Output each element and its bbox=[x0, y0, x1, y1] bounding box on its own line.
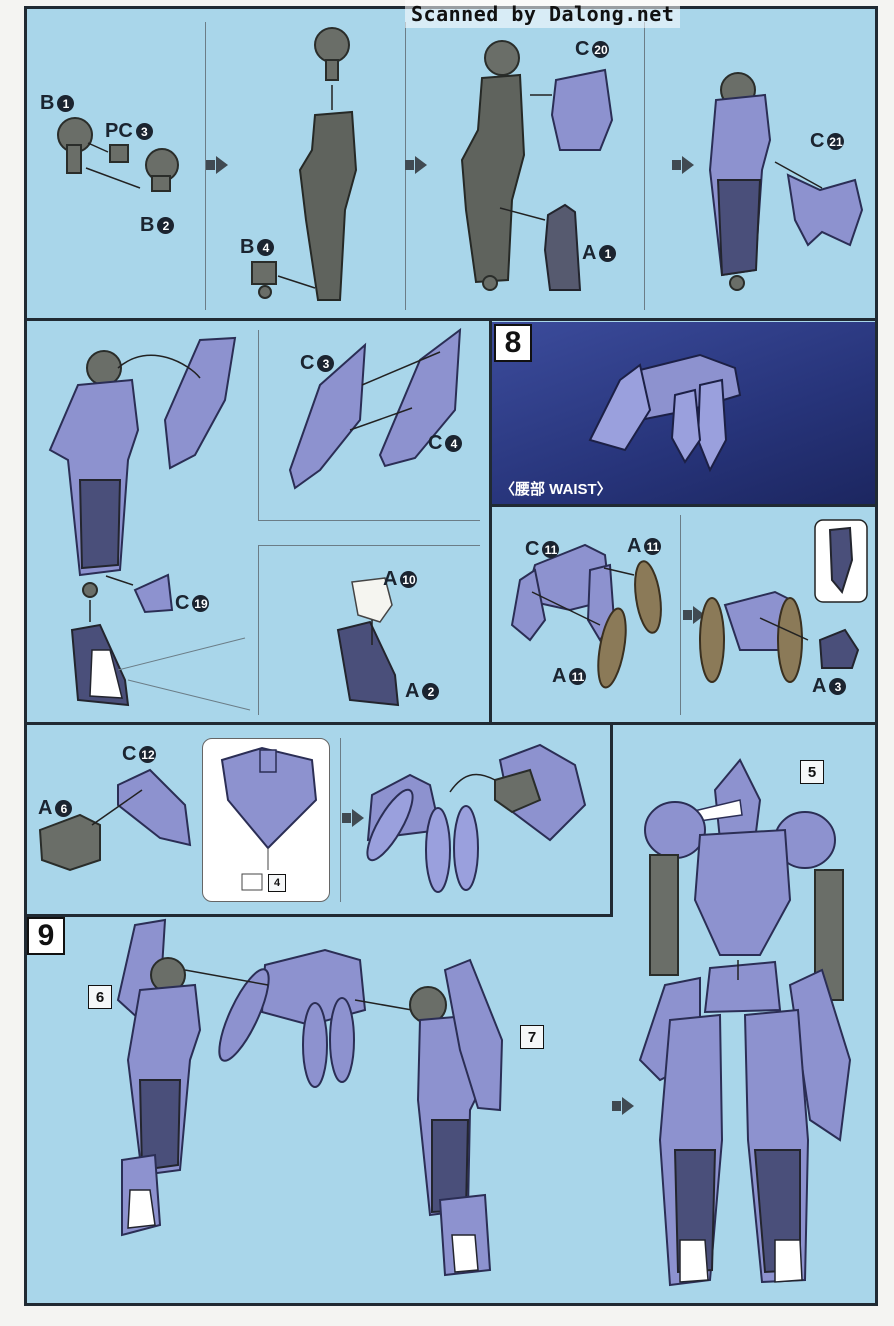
step-separator bbox=[258, 520, 480, 521]
watermark: Scanned by Dalong.net bbox=[405, 0, 681, 28]
divider bbox=[24, 318, 878, 321]
step-separator bbox=[258, 545, 480, 546]
divider bbox=[24, 914, 613, 917]
leg-frame-illustration bbox=[57, 27, 864, 301]
waist-assembly-illustration bbox=[510, 519, 868, 689]
divider bbox=[610, 722, 613, 916]
step-ref-7: 7 bbox=[520, 1025, 544, 1049]
step-separator bbox=[258, 330, 259, 520]
waist-side-illustration bbox=[38, 743, 587, 893]
next-step-arrow bbox=[612, 1097, 634, 1115]
leg-armor-illustration bbox=[48, 327, 462, 711]
divider bbox=[489, 504, 878, 507]
step-number-9: 9 bbox=[27, 917, 65, 955]
next-step-arrow bbox=[672, 156, 694, 174]
step-separator bbox=[258, 545, 259, 715]
step-separator bbox=[680, 515, 681, 715]
step-separator bbox=[205, 22, 206, 310]
step-separator bbox=[644, 22, 645, 310]
step-separator bbox=[340, 738, 341, 902]
next-step-arrow bbox=[342, 809, 364, 827]
waist-title: 〈腰部 WAIST〉 bbox=[500, 481, 612, 498]
step-ref-4: 4 bbox=[268, 874, 286, 892]
next-step-arrow bbox=[206, 156, 228, 174]
divider bbox=[24, 722, 878, 725]
waist-banner-illustration bbox=[588, 353, 742, 473]
step-ref-6: 6 bbox=[88, 985, 112, 1009]
step-number-8: 8 bbox=[494, 324, 532, 362]
next-step-arrow bbox=[405, 156, 427, 174]
step-ref-5: 5 bbox=[800, 760, 824, 784]
divider bbox=[489, 318, 492, 724]
